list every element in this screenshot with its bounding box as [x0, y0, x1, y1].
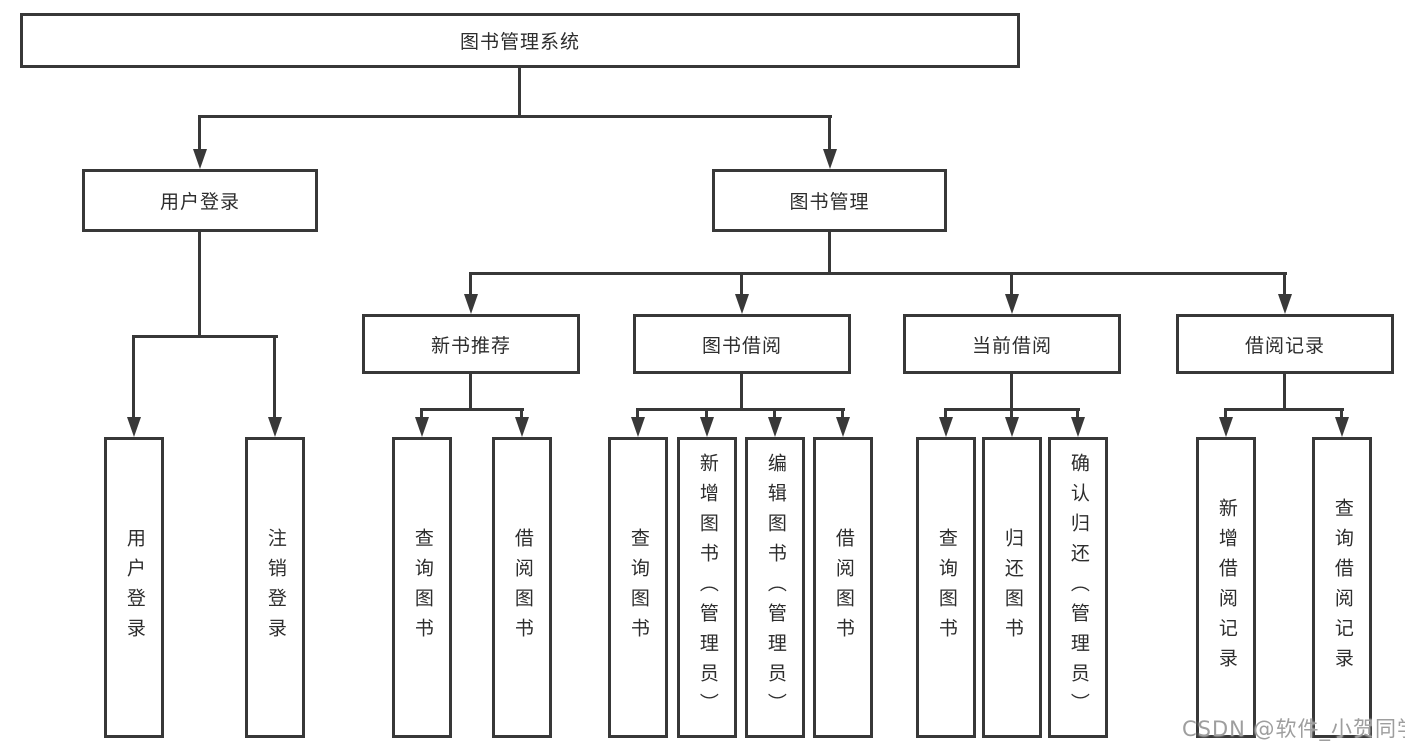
- leaf-borrow-books: 借阅图书: [813, 437, 873, 738]
- leaf-label: 归还图书: [1001, 527, 1024, 648]
- arrowhead-down-icon: [127, 417, 141, 437]
- connector-drop-leaf: [520, 408, 523, 420]
- arrowhead-down-icon: [1335, 417, 1349, 437]
- connector-new-books-branch: [420, 408, 524, 411]
- leaf-label: 新增图书（管理员）: [696, 452, 719, 723]
- arrowhead-down-icon: [515, 417, 529, 437]
- connector-level2-branch: [198, 115, 832, 118]
- connector-borrow-records-branch: [1224, 408, 1344, 411]
- leaf-add-books-admin: 新增图书（管理员）: [677, 437, 737, 738]
- leaf-return-books: 归还图书: [982, 437, 1042, 738]
- connector-drop-leaf: [944, 408, 947, 420]
- connector-drop-user-login: [198, 115, 201, 152]
- connector-current-borrow-stem: [1010, 372, 1013, 410]
- connector-drop-login-leaf: [132, 335, 135, 419]
- arrowhead-down-icon: [1278, 294, 1292, 314]
- arrowhead-down-icon: [1005, 294, 1019, 314]
- connector-drop-new-books: [469, 272, 472, 296]
- connector-borrow-records-stem: [1283, 372, 1286, 410]
- leaf-label: 查询借阅记录: [1331, 497, 1354, 678]
- connector-user-login-branch: [132, 335, 278, 338]
- arrowhead-down-icon: [631, 417, 645, 437]
- connector-root-stem: [518, 68, 521, 117]
- node-book-management: 图书管理: [712, 169, 947, 232]
- connector-level3-branch: [469, 272, 1287, 275]
- connector-book-borrow-stem: [740, 372, 743, 410]
- arrowhead-down-icon: [193, 149, 207, 169]
- connector-book-borrow-branch: [636, 408, 845, 411]
- arrowhead-down-icon: [1071, 417, 1085, 437]
- node-user-login: 用户登录: [82, 169, 318, 232]
- leaf-user-login: 用户登录: [104, 437, 164, 738]
- leaf-label: 借阅图书: [511, 527, 534, 648]
- arrowhead-down-icon: [823, 149, 837, 169]
- connector-drop-book-borrow: [740, 272, 743, 296]
- leaf-query-borrow-record: 查询借阅记录: [1312, 437, 1372, 738]
- connector-drop-leaf: [773, 408, 776, 420]
- connector-book-mgmt-stem: [828, 231, 831, 274]
- arrowhead-down-icon: [1005, 417, 1019, 437]
- csdn-watermark: CSDN @软件_小贺同学: [1182, 717, 1405, 741]
- leaf-label: 查询图书: [411, 527, 434, 648]
- leaf-label: 查询图书: [627, 527, 650, 648]
- leaf-label: 注销登录: [264, 527, 287, 648]
- connector-drop-book-mgmt: [828, 115, 831, 152]
- arrowhead-down-icon: [836, 417, 850, 437]
- leaf-label: 借阅图书: [832, 527, 855, 648]
- arrowhead-down-icon: [415, 417, 429, 437]
- arrowhead-down-icon: [464, 294, 478, 314]
- connector-drop-leaf: [1340, 408, 1343, 420]
- leaf-query-books-current: 查询图书: [916, 437, 976, 738]
- connector-new-books-stem: [469, 372, 472, 410]
- leaf-label: 确认归还（管理员）: [1067, 452, 1090, 723]
- arrowhead-down-icon: [735, 294, 749, 314]
- connector-drop-leaf: [1224, 408, 1227, 420]
- arrowhead-down-icon: [700, 417, 714, 437]
- leaf-logout: 注销登录: [245, 437, 305, 738]
- connector-drop-leaf: [1076, 408, 1079, 420]
- leaf-query-books-recommend: 查询图书: [392, 437, 452, 738]
- connector-drop-leaf: [636, 408, 639, 420]
- leaf-add-borrow-record: 新增借阅记录: [1196, 437, 1256, 738]
- leaf-label: 新增借阅记录: [1215, 497, 1238, 678]
- connector-drop-current-borrow: [1010, 272, 1013, 296]
- arrowhead-down-icon: [268, 417, 282, 437]
- connector-user-login-stem: [198, 231, 201, 337]
- leaf-query-books-borrowing: 查询图书: [608, 437, 668, 738]
- leaf-confirm-return-admin: 确认归还（管理员）: [1048, 437, 1108, 738]
- node-current-borrowing: 当前借阅: [903, 314, 1121, 374]
- arrowhead-down-icon: [1219, 417, 1233, 437]
- leaf-edit-books-admin: 编辑图书（管理员）: [745, 437, 805, 738]
- node-book-borrowing: 图书借阅: [633, 314, 851, 374]
- connector-drop-leaf: [420, 408, 423, 420]
- node-new-book-recommend: 新书推荐: [362, 314, 580, 374]
- connector-drop-borrow-records: [1283, 272, 1286, 296]
- connector-drop-leaf: [841, 408, 844, 420]
- connector-drop-leaf: [1010, 408, 1013, 420]
- leaf-label: 编辑图书（管理员）: [764, 452, 787, 723]
- leaf-label: 用户登录: [123, 527, 146, 648]
- connector-drop-leaf: [705, 408, 708, 420]
- node-library-system: 图书管理系统: [20, 13, 1020, 68]
- arrowhead-down-icon: [768, 417, 782, 437]
- connector-drop-logout-leaf: [273, 335, 276, 419]
- node-borrowing-records: 借阅记录: [1176, 314, 1394, 374]
- leaf-borrow-books-recommend: 借阅图书: [492, 437, 552, 738]
- leaf-label: 查询图书: [935, 527, 958, 648]
- arrowhead-down-icon: [939, 417, 953, 437]
